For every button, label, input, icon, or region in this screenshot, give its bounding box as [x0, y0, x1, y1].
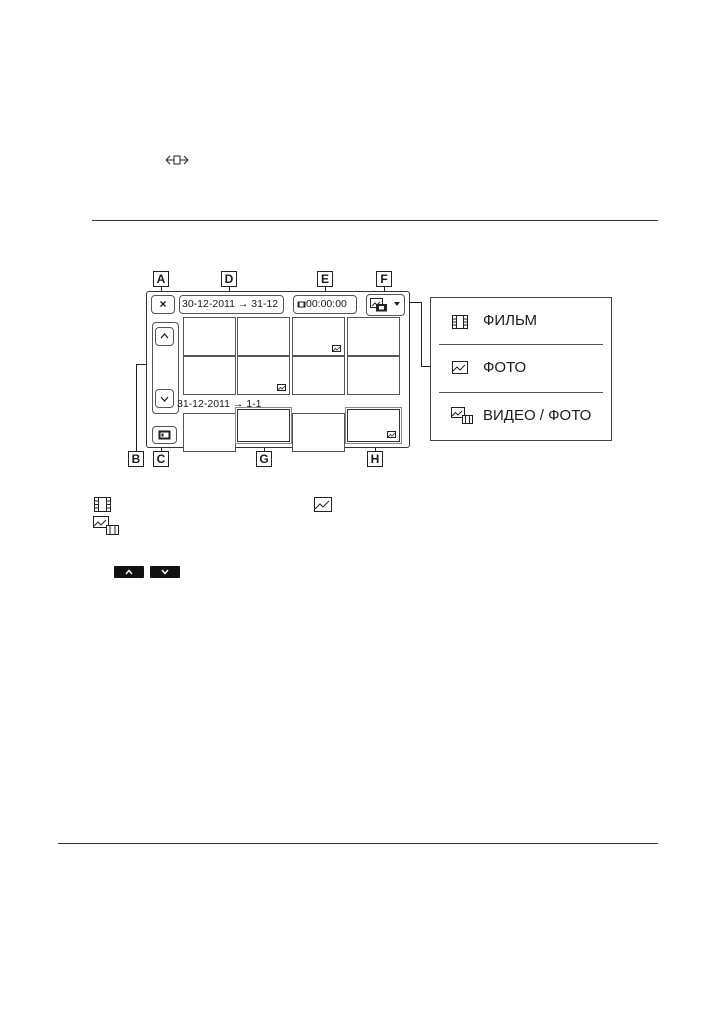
menu-item-film[interactable]: ФИЛЬМ — [431, 298, 611, 345]
chevron-up-icon — [125, 569, 133, 575]
swap-arrows-icon — [165, 155, 189, 165]
leader-menu-top — [404, 302, 422, 303]
menu-item-label: ФОТО — [483, 359, 527, 376]
marker-c: C — [153, 451, 169, 467]
date-group-label: 31-12-2011 → 1-1 — [177, 398, 262, 410]
video-photo-icon — [451, 407, 473, 424]
section-divider-bottom — [58, 843, 658, 844]
scroll-down-button[interactable] — [155, 389, 174, 408]
thumbnail-selected-h[interactable] — [345, 407, 402, 444]
mode-switch-button[interactable] — [366, 294, 405, 316]
thumbnail[interactable] — [237, 317, 290, 356]
thumbnail[interactable] — [183, 413, 236, 452]
leader-menu-v — [421, 302, 422, 366]
menu-item-video-photo[interactable]: ВИДЕО / ФОТО — [431, 393, 611, 440]
marker-b: B — [128, 451, 144, 467]
mode-menu: ФИЛЬМ ФОТО ВИДЕО / ФОТО — [430, 297, 612, 441]
leader-menu-bottom — [421, 366, 430, 367]
chevron-up-icon — [160, 333, 169, 339]
index-screen: × 30-12-2011 → 31-12 00:00:00 31-12-2011… — [146, 291, 410, 452]
film-icon — [94, 497, 111, 512]
time-counter-button[interactable]: 00:00:00 — [293, 295, 357, 314]
marker-f: F — [376, 271, 392, 287]
chevron-down-icon — [161, 569, 169, 575]
marker-e: E — [317, 271, 333, 287]
thumbnail[interactable] — [183, 317, 236, 356]
section-divider-top — [92, 220, 658, 221]
time-counter: 00:00:00 — [306, 298, 347, 310]
video-photo-icon — [370, 298, 387, 312]
playback-icon — [158, 430, 171, 440]
photo-icon — [332, 345, 341, 352]
film-icon — [297, 301, 306, 308]
chevron-down-icon — [160, 396, 169, 402]
photo-icon — [277, 384, 286, 391]
playback-button[interactable] — [152, 426, 177, 444]
thumbnail[interactable] — [237, 356, 290, 395]
thumbnail[interactable] — [292, 317, 345, 356]
close-button[interactable]: × — [151, 295, 175, 314]
leader-b-h — [136, 364, 152, 365]
thumbnail[interactable] — [347, 356, 400, 395]
scroll-up-glyph — [114, 566, 144, 578]
thumbnail[interactable] — [292, 356, 345, 395]
scroll-down-glyph — [150, 566, 180, 578]
marker-d: D — [221, 271, 237, 287]
scroll-up-button[interactable] — [155, 327, 174, 346]
marker-a: A — [153, 271, 169, 287]
photo-icon — [452, 361, 468, 374]
menu-separator — [439, 344, 603, 345]
marker-h: H — [367, 451, 383, 467]
thumbnail[interactable] — [292, 413, 345, 452]
dropdown-arrow-icon — [394, 302, 400, 306]
photo-icon — [314, 497, 332, 512]
film-icon — [452, 315, 468, 329]
date-range-button[interactable]: 30-12-2011 → 31-12 — [179, 295, 284, 314]
marker-g: G — [256, 451, 272, 467]
menu-item-label: ФИЛЬМ — [483, 312, 538, 329]
menu-item-label: ВИДЕО / ФОТО — [483, 407, 592, 424]
thumbnail-selected-g[interactable] — [235, 407, 292, 444]
thumbnail[interactable] — [183, 356, 236, 395]
leader-b — [136, 364, 137, 451]
photo-icon — [387, 431, 396, 438]
video-photo-icon — [93, 516, 119, 535]
menu-item-photo[interactable]: ФОТО — [431, 345, 611, 392]
thumbnail[interactable] — [347, 317, 400, 356]
menu-separator — [439, 392, 603, 393]
scroll-panel — [152, 322, 179, 414]
